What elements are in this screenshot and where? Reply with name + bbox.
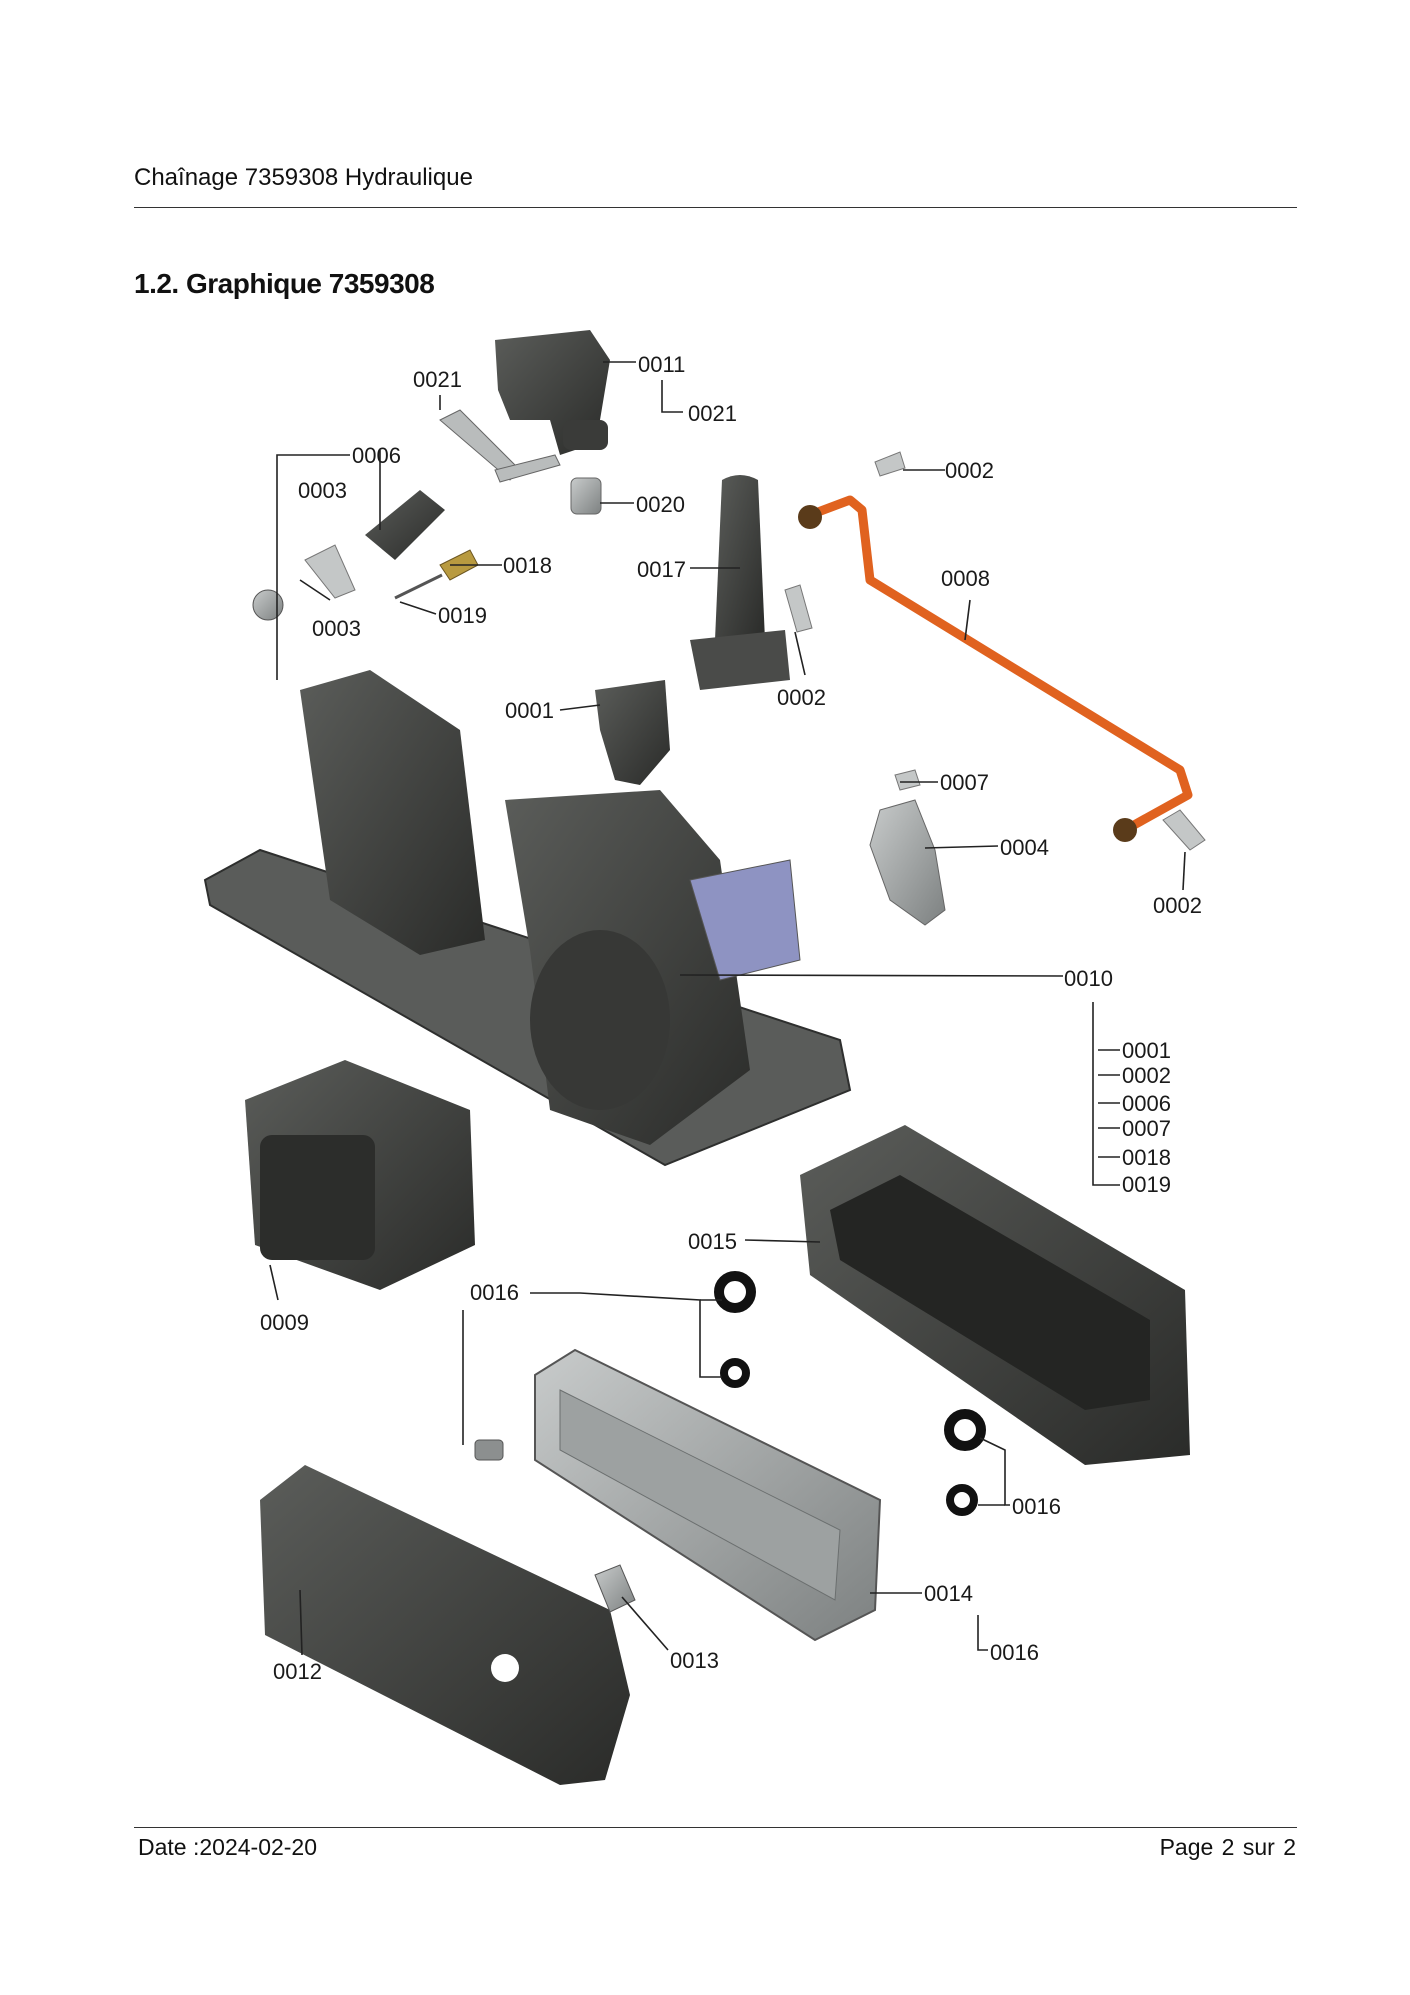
callout-0011: 0011 [638, 352, 685, 377]
callout-0002-mid: 0002 [777, 685, 826, 710]
part-0011-elbow-connector [495, 330, 610, 455]
part-0006-cartridge [365, 490, 445, 560]
part-0018-0019-sensor [394, 549, 479, 600]
callout-0002-right: 0002 [1153, 893, 1202, 918]
part-0016-seals [714, 1271, 986, 1516]
part-0012-cover [260, 1465, 630, 1785]
callout-0001: 0001 [505, 698, 554, 723]
callout-0009: 0009 [260, 1310, 309, 1335]
callout-0006: 0006 [352, 443, 401, 468]
callout-0012: 0012 [273, 1659, 322, 1684]
part-0002-clip-mid [784, 584, 813, 633]
subassembly-item: 0018 [1122, 1145, 1171, 1170]
callout-0004: 0004 [1000, 835, 1049, 860]
subassembly-item: 0001 [1122, 1038, 1171, 1063]
part-0021-clip [439, 409, 561, 483]
part-0003-clips [252, 544, 356, 621]
callout-0010: 0010 [1064, 966, 1113, 991]
part-0009-pump-head [245, 1060, 475, 1290]
leader-lines [269, 361, 1186, 1656]
footer-divider [134, 1827, 1297, 1828]
subassembly-item: 0007 [1122, 1116, 1171, 1141]
subassembly-item: 0019 [1122, 1172, 1171, 1197]
part-0014-heat-exchanger [534, 1348, 882, 1642]
part-0017-expansion-vessel [690, 475, 790, 690]
document-header-title: Chaînage 7359308 Hydraulique [134, 164, 473, 191]
subassembly-item: 0006 [1122, 1091, 1171, 1116]
part-0002-clip-top [874, 451, 906, 477]
subassembly-0010-list: 0001 0002 0006 0007 0018 0019 [1122, 1038, 1171, 1197]
part-0020-filter [570, 477, 602, 515]
callout-0008: 0008 [941, 566, 990, 591]
callout-0016-right: 0016 [1012, 1494, 1061, 1519]
part-0001-pump-motor [595, 680, 670, 785]
callout-0018: 0018 [503, 553, 552, 578]
part-0008-pipe [798, 495, 1193, 842]
callout-0007: 0007 [940, 770, 989, 795]
callout-0020: 0020 [636, 492, 685, 517]
callout-0019: 0019 [438, 603, 487, 628]
callout-0003-top: 0003 [298, 478, 347, 503]
callout-0017: 0017 [637, 557, 686, 582]
subassembly-item: 0002 [1122, 1063, 1171, 1088]
callout-0014: 0014 [924, 1581, 973, 1606]
footer-page-number: Page 2 sur 2 [1159, 1834, 1296, 1860]
part-0002-clip-right [1162, 809, 1206, 851]
header-divider [134, 207, 1297, 208]
callout-0016-bottom: 0016 [990, 1640, 1039, 1665]
part-0016-screw [474, 1439, 504, 1461]
part-0007-0004-valve [869, 769, 946, 926]
callout-0015: 0015 [688, 1229, 737, 1254]
section-title: 1.2. Graphique 7359308 [134, 268, 435, 299]
callout-0021-right: 0021 [688, 401, 737, 426]
callout-0003-bottom: 0003 [312, 616, 361, 641]
callout-0016-left: 0016 [470, 1280, 519, 1305]
callout-0021-left: 0021 [413, 367, 462, 392]
part-0010-hydraulic-block [203, 670, 852, 1167]
callout-0013: 0013 [670, 1648, 719, 1673]
callout-0002-top: 0002 [945, 458, 994, 483]
part-0015-housing [800, 1125, 1190, 1465]
footer-date: Date :2024-02-20 [138, 1834, 318, 1860]
